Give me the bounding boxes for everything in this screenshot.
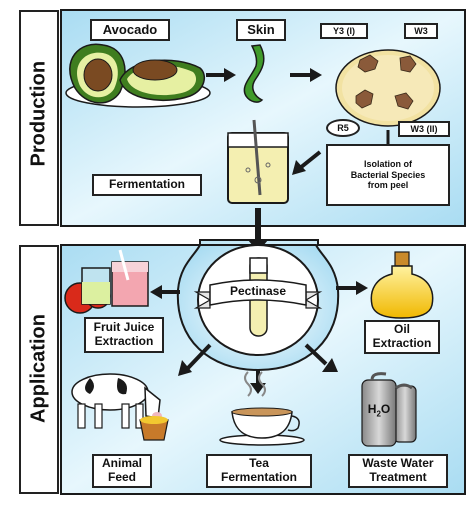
avocado-illustration: [65, 43, 211, 108]
oil-line1: Oil: [393, 322, 410, 337]
colony-r5-label: R5: [326, 119, 360, 137]
production-side-label: Production: [27, 60, 50, 167]
h2o-h: H: [367, 402, 377, 416]
fruit-juice-label: Fruit Juice Extraction: [84, 317, 164, 353]
h2o-label: H2O: [364, 402, 394, 418]
tea-fermentation-label: Tea Fermentation: [206, 454, 312, 488]
tea-line2: Fermentation: [220, 470, 297, 484]
fruit-juice-line1: Fruit Juice: [93, 320, 155, 335]
colony-y3-label: Y3 (I): [320, 23, 368, 39]
oil-line2: Extraction: [372, 336, 432, 350]
waste-water-label: Waste Water Treatment: [348, 454, 448, 488]
skin-label: Skin: [236, 19, 286, 41]
arrow-isolation-fermentation: [292, 150, 322, 175]
animal-line1: Animal: [101, 456, 142, 471]
skin-illustration: [243, 44, 265, 103]
application-side-label-box: [19, 245, 59, 494]
waste-line1: Waste Water: [362, 456, 434, 471]
h2o-sub: 2: [376, 409, 381, 419]
arrow-center-fruit: [150, 285, 180, 299]
arrow-center-waste: [304, 343, 338, 372]
fermentation-beaker: [227, 119, 289, 204]
isolation-label-line1: Isolation of: [364, 159, 412, 170]
colony-w3ii-label: W3 (II): [398, 121, 450, 137]
oil-bottle-illustration: [370, 251, 434, 319]
isolation-label-line2: Bacterial Species: [350, 169, 426, 180]
arrow-skin-petri: [290, 68, 322, 82]
isolation-label: Isolation of Bacterial Species from peel: [326, 144, 450, 206]
center-bulb: [176, 244, 340, 372]
avocado-label: Avocado: [90, 19, 170, 41]
waste-line2: Treatment: [369, 470, 427, 484]
animal-feed-label: Animal Feed: [92, 454, 152, 488]
pectinase-ribbon: [193, 279, 323, 309]
oil-extraction-label: Oil Extraction: [364, 320, 440, 354]
fruit-juice-line2: Extraction: [94, 334, 154, 348]
fruit-juice-illustration: [64, 249, 149, 314]
arrow-avocado-skin: [206, 68, 236, 82]
h2o-o: O: [380, 402, 391, 416]
arrow-center-oil: [336, 281, 368, 295]
pectinase-label: Pectinase: [229, 284, 287, 298]
fermentation-label: Fermentation: [92, 174, 202, 196]
tea-line1: Tea: [249, 456, 269, 471]
arrow-center-animal: [178, 343, 212, 376]
cow-illustration: [71, 373, 169, 441]
tea-cup-illustration: [219, 371, 305, 446]
colony-w3-label: W3: [404, 23, 438, 39]
waste-tanks-illustration: [361, 372, 417, 447]
animal-line2: Feed: [107, 470, 136, 484]
petri-dish: [335, 49, 441, 127]
isolation-label-line3: from peel: [367, 180, 409, 191]
production-side-label-box: [19, 10, 59, 226]
application-side-label: Application: [27, 314, 50, 423]
